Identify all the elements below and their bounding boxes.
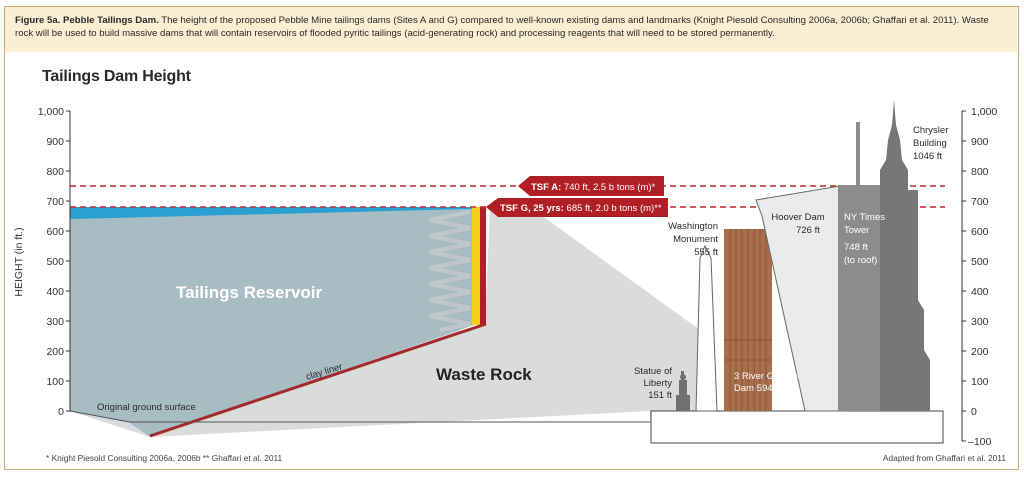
right-tick-label: 900 [971, 136, 989, 148]
tsf-a-callout [518, 176, 664, 196]
tsf-a-label-text: 740 ft, 2.5 b tons (m)* [561, 182, 655, 193]
ground-surface-line [69, 410, 650, 423]
left-tick-label: 1,000 [38, 106, 64, 118]
right-tick-label: 100 [971, 376, 989, 388]
chrysler-name-2: Building [913, 138, 947, 149]
statue-label: Statue of Liberty 151 ft [634, 366, 672, 401]
right-tick-label: 400 [971, 286, 989, 298]
nyt-note: (to roof) [844, 255, 877, 266]
left-tick-label: 500 [46, 256, 64, 268]
chrysler-label: Chrysler Building 1046 ft [913, 125, 948, 162]
nyt-name-1: NY Times [844, 212, 885, 223]
figure-caption: Figure 5a. Pebble Tailings Dam. The heig… [5, 7, 1017, 52]
tailings-reservoir-label: Tailings Reservoir [176, 283, 323, 302]
tsf-g-label-text: 685 ft, 2.0 b tons (m)** [564, 203, 662, 214]
zigzag-drain [429, 210, 471, 332]
tsf-g-label-bold: TSF G, 25 yrs: [500, 203, 564, 214]
left-tick-label: 600 [46, 226, 64, 238]
left-axis-ticks [66, 110, 70, 412]
statue-name-1: Statue of [634, 366, 672, 377]
gorges-height: Dam 594 ft [734, 383, 781, 394]
gorges-label: 3 River Gorges Dam 594 ft [734, 371, 798, 394]
tsf-a-label-bold: TSF A: [531, 182, 561, 193]
water-surface [70, 207, 474, 219]
tsf-a-label: TSF A: 740 ft, 2.5 b tons (m)* [531, 182, 656, 193]
washington-name-1: Washington [668, 221, 718, 232]
left-tick-label: 700 [46, 196, 64, 208]
footnote-left: * Knight Piesold Consulting 2006a, 2006b… [46, 453, 283, 463]
tsf-g-label: TSF G, 25 yrs: 685 ft, 2.0 b tons (m)** [500, 203, 662, 214]
washington-label: Washington Monument 555 ft [668, 221, 718, 258]
waste-rock-label: Waste Rock [436, 365, 532, 384]
three-gorges-lines [724, 229, 772, 411]
tailings-reservoir-region [70, 209, 474, 437]
left-tick-label: 900 [46, 136, 64, 148]
chart-title: Tailings Dam Height [42, 68, 191, 85]
chrysler-building-shape [880, 100, 930, 411]
nyt-height: 748 ft [844, 242, 868, 253]
right-tick-label: –100 [968, 436, 992, 448]
washington-name-2: Monument [673, 234, 718, 245]
right-axis-labels: 1,000 900 800 700 600 500 400 300 200 10… [968, 106, 997, 448]
left-tick-label: 800 [46, 166, 64, 178]
tsf-g-callout [486, 198, 668, 217]
landmark-base [650, 410, 944, 444]
dam-core-red [480, 207, 486, 325]
washington-monument-shape [695, 244, 718, 412]
chrysler-height: 1046 ft [913, 151, 942, 162]
footnote-right: Adapted from Ghaffari et al. 2011 [882, 453, 1006, 463]
right-tick-label: 200 [971, 346, 989, 358]
left-tick-label: 300 [46, 316, 64, 328]
chrysler-name-1: Chrysler [913, 125, 948, 136]
right-tick-label: 600 [971, 226, 989, 238]
right-tick-label: 1,000 [971, 106, 997, 118]
y-axis-title: HEIGHT (in ft.) [13, 227, 25, 296]
caption-text: The height of the proposed Pebble Mine t… [15, 15, 989, 39]
nyt-name-2: Tower [844, 225, 869, 236]
left-axis-labels: 1,000 900 800 700 600 500 400 300 200 10… [38, 106, 64, 418]
nyt-label: NY Times Tower 748 ft (to roof) [844, 212, 885, 266]
statue-of-liberty-icon [676, 371, 690, 411]
left-tick-label: 200 [46, 346, 64, 358]
right-tick-label: 300 [971, 316, 989, 328]
ny-times-spire [856, 122, 860, 186]
ny-times-tower-shape [838, 185, 884, 411]
right-tick-label: 0 [971, 406, 977, 418]
hoover-label: Hoover Dam 726 ft [771, 212, 824, 236]
gorges-name: 3 River Gorges [734, 371, 798, 382]
statue-height: 151 ft [648, 390, 672, 401]
left-tick-label: 100 [46, 376, 64, 388]
right-axis-ticks [962, 110, 966, 442]
statue-name-2: Liberty [643, 378, 672, 389]
left-tick-label: 0 [58, 406, 64, 418]
right-tick-label: 700 [971, 196, 989, 208]
caption-bold: Figure 5a. Pebble Tailings Dam. [15, 15, 159, 26]
right-tick-label: 500 [971, 256, 989, 268]
hoover-name: Hoover Dam [771, 212, 824, 223]
clay-liner [149, 322, 487, 438]
dam-core-yellow [472, 207, 480, 325]
right-tick-label: 800 [971, 166, 989, 178]
left-tick-label: 400 [46, 286, 64, 298]
washington-height: 555 ft [694, 247, 718, 258]
hoover-height: 726 ft [796, 225, 820, 236]
ground-surface-label: Original ground surface [97, 402, 196, 413]
